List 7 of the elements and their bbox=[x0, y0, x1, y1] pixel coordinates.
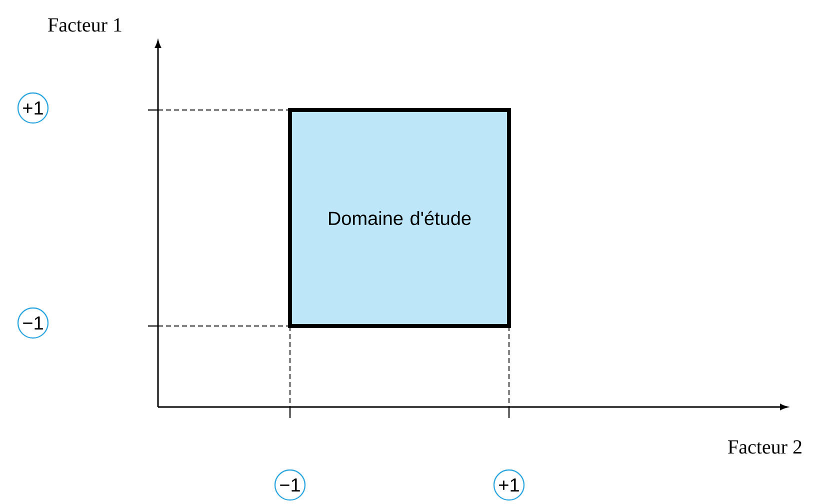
study-domain-box: Domaine d'étude bbox=[288, 108, 511, 328]
circled-number: +1 bbox=[493, 469, 525, 501]
circled-number: −1 bbox=[17, 307, 49, 339]
circled-number: +1 bbox=[17, 92, 49, 124]
circled-number: −1 bbox=[274, 469, 306, 501]
axis-label: Facteur 2 bbox=[728, 440, 802, 454]
axis-label: Facteur 1 bbox=[48, 18, 122, 32]
